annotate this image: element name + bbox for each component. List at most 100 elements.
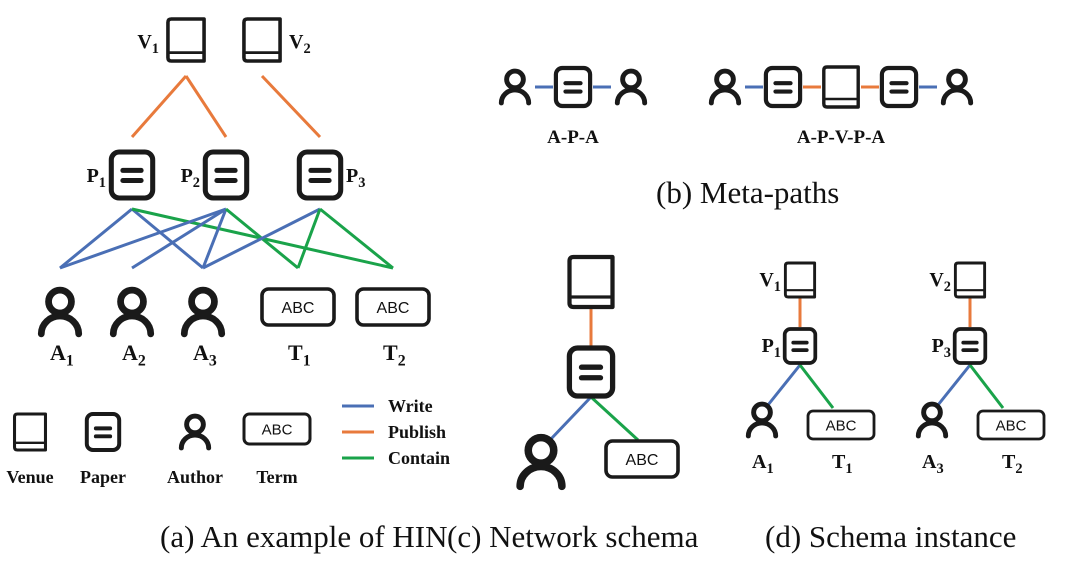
document-outline — [782, 327, 818, 365]
meta-path-a-p-v-p-a: A-P-V-P-A — [708, 65, 974, 148]
document-outline — [202, 149, 250, 201]
paper-icon — [763, 65, 803, 109]
label-letter: P — [932, 335, 944, 357]
venue-label: V1 — [137, 31, 159, 57]
document-outline — [108, 149, 156, 201]
author-icon — [516, 433, 566, 491]
author-label: A1 — [752, 451, 774, 477]
venue-icon — [783, 261, 817, 299]
venue-icon — [242, 17, 282, 63]
label-subscript: 2 — [138, 353, 146, 370]
label-letter: V — [289, 31, 304, 53]
author-legend-icon — [178, 413, 212, 451]
term-text: ABC — [377, 300, 410, 317]
label-subscript: 1 — [845, 461, 852, 477]
author-icon — [180, 286, 226, 338]
author-icon — [915, 401, 949, 439]
person-head — [45, 286, 75, 317]
author-label: A3 — [193, 340, 217, 370]
author-label: A1 — [50, 340, 74, 370]
term-box — [260, 287, 336, 327]
label-subscript: 1 — [66, 353, 74, 370]
book-outline — [953, 261, 987, 299]
author-label: A2 — [122, 340, 146, 370]
legend-label-publish: Publish — [388, 422, 446, 442]
edge-publish — [184, 75, 228, 138]
person-head — [504, 68, 526, 91]
label-letter: P — [346, 165, 358, 187]
panel-b-meta-paths: A-P-A A-P-V-P-A — [498, 65, 974, 148]
person-body — [745, 420, 779, 439]
label-subscript: 2 — [944, 279, 951, 295]
document-outline — [952, 327, 988, 365]
edge-write — [59, 207, 227, 270]
person-body — [516, 462, 566, 491]
venue-icon — [567, 254, 615, 310]
paper-label: P1 — [87, 165, 106, 191]
venue-label: V1 — [759, 269, 781, 295]
panel-c-network-schema: ABC — [516, 254, 680, 491]
paper-icon — [296, 149, 344, 201]
paper-label: P2 — [181, 165, 200, 191]
label-subscript: 3 — [944, 345, 951, 361]
term-box — [355, 287, 431, 327]
term-text: ABC — [996, 417, 1027, 434]
label-letter: P — [87, 165, 99, 187]
label-letter: V — [929, 269, 944, 291]
author-icon — [614, 68, 648, 106]
paper-icon — [202, 149, 250, 201]
label-letter: V — [137, 31, 152, 53]
label-subscript: 3 — [209, 353, 217, 370]
term-icon: ABC — [260, 287, 336, 327]
person-head — [524, 433, 558, 467]
label-subscript: 3 — [358, 175, 365, 191]
person-head — [946, 68, 968, 91]
label-subscript: 1 — [152, 41, 159, 57]
label-letter: P — [181, 165, 193, 187]
paper-icon — [566, 345, 616, 399]
edge-write — [548, 395, 593, 442]
book-outline — [12, 412, 48, 452]
author-icon — [109, 286, 155, 338]
author-icon — [940, 68, 974, 106]
label-subscript: 3 — [936, 461, 943, 477]
meta-path-a-p-a: A-P-A — [498, 65, 648, 148]
document-outline — [84, 412, 122, 452]
label-letter: A — [122, 340, 138, 365]
label-letter: T — [288, 340, 303, 365]
venue-label: V2 — [929, 269, 951, 295]
document-outline — [763, 65, 803, 109]
meta-path-label: A-P-V-P-A — [797, 127, 886, 148]
person-head — [184, 413, 206, 436]
legend-label-author: Author — [167, 467, 223, 487]
label-letter: T — [1002, 451, 1016, 473]
term-box — [604, 439, 680, 479]
person-body — [940, 87, 974, 106]
term-label: T1 — [832, 451, 853, 477]
venue-icon — [822, 65, 860, 109]
label-letter: V — [759, 269, 774, 291]
person-body — [708, 87, 742, 106]
term-text: ABC — [626, 452, 659, 469]
person-body — [915, 420, 949, 439]
term-label: T2 — [383, 340, 406, 370]
author-icon — [37, 286, 83, 338]
document-outline — [553, 65, 593, 109]
legend-label-write: Write — [388, 396, 433, 416]
term-box — [806, 409, 876, 441]
label-subscript: 2 — [1015, 461, 1022, 477]
paper-icon — [108, 149, 156, 201]
label-subscript: 1 — [99, 175, 106, 191]
edge-write — [202, 207, 321, 270]
document-outline — [879, 65, 919, 109]
label-subscript: 2 — [398, 353, 406, 370]
term-label: T2 — [1002, 451, 1023, 477]
person-body — [498, 87, 532, 106]
person-head — [188, 286, 218, 317]
edge-publish — [130, 75, 188, 138]
venue-label: V2 — [289, 31, 311, 57]
person-body — [178, 432, 212, 451]
